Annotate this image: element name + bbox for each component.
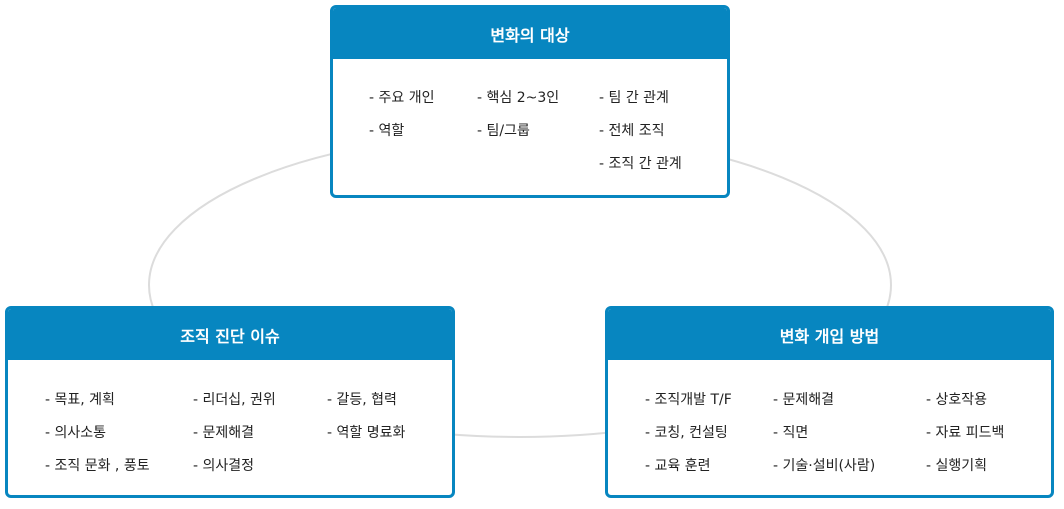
org-diagnosis-col-3: - 갈등, 협력 - 역할 명료화 <box>327 384 405 450</box>
list-item: - 전체 조직 <box>599 123 665 139</box>
list-item: - 자료 피드백 <box>926 425 1005 441</box>
list-item: - 기술·설비(사람) <box>773 458 876 474</box>
list-item: - 조직개발 T/F <box>645 392 732 408</box>
list-item: - 실행기획 <box>926 458 988 474</box>
list-item: - 코칭, 컨설팅 <box>645 425 728 441</box>
intervention-method-col-2: - 문제해결 - 직면 - 기술·설비(사람) <box>773 384 875 483</box>
org-diagnosis-title: 조직 진단 이슈 <box>8 309 452 360</box>
change-target-col-2: - 핵심 2~3인 - 팀/그룹 <box>477 82 559 148</box>
list-item: - 상호작용 <box>926 392 988 408</box>
org-diagnosis-box: 조직 진단 이슈 - 목표, 계획 - 의사소통 - 조직 문화 , 풍토 - … <box>5 306 455 498</box>
intervention-method-box: 변화 개입 방법 - 조직개발 T/F - 코칭, 컨설팅 - 교육 훈련 - … <box>605 306 1054 498</box>
change-target-col-1: - 주요 개인 - 역할 <box>369 82 434 148</box>
change-target-box: 변화의 대상 - 주요 개인 - 역할 - 핵심 2~3인 - 팀/그룹 - 팀… <box>330 5 730 198</box>
change-target-title: 변화의 대상 <box>333 8 727 59</box>
org-diagnosis-col-2: - 리더십, 권위 - 문제해결 - 의사결정 <box>193 384 276 483</box>
list-item: - 문제해결 <box>773 392 835 408</box>
intervention-method-col-1: - 조직개발 T/F - 코칭, 컨설팅 - 교육 훈련 <box>645 384 732 483</box>
list-item: - 교육 훈련 <box>645 458 711 474</box>
list-item: - 핵심 2~3인 <box>477 90 560 106</box>
list-item: - 목표, 계획 <box>45 392 115 408</box>
list-item: - 의사결정 <box>193 458 255 474</box>
list-item: - 조직 문화 , 풍토 <box>45 458 150 474</box>
list-item: - 팀 간 관계 <box>599 90 669 106</box>
list-item: - 역할 <box>369 123 405 139</box>
list-item: - 주요 개인 <box>369 90 435 106</box>
list-item: - 갈등, 협력 <box>327 392 397 408</box>
intervention-method-col-3: - 상호작용 - 자료 피드백 - 실행기획 <box>926 384 1004 483</box>
intervention-method-title: 변화 개입 방법 <box>608 309 1051 360</box>
list-item: - 문제해결 <box>193 425 255 441</box>
list-item: - 역할 명료화 <box>327 425 406 441</box>
list-item: - 팀/그룹 <box>477 123 530 139</box>
list-item: - 조직 간 관계 <box>599 156 682 172</box>
list-item: - 의사소통 <box>45 425 107 441</box>
list-item: - 리더십, 권위 <box>193 392 276 408</box>
org-diagnosis-col-1: - 목표, 계획 - 의사소통 - 조직 문화 , 풍토 <box>45 384 150 483</box>
list-item: - 직면 <box>773 425 809 441</box>
change-target-col-3: - 팀 간 관계 - 전체 조직 - 조직 간 관계 <box>599 82 682 181</box>
